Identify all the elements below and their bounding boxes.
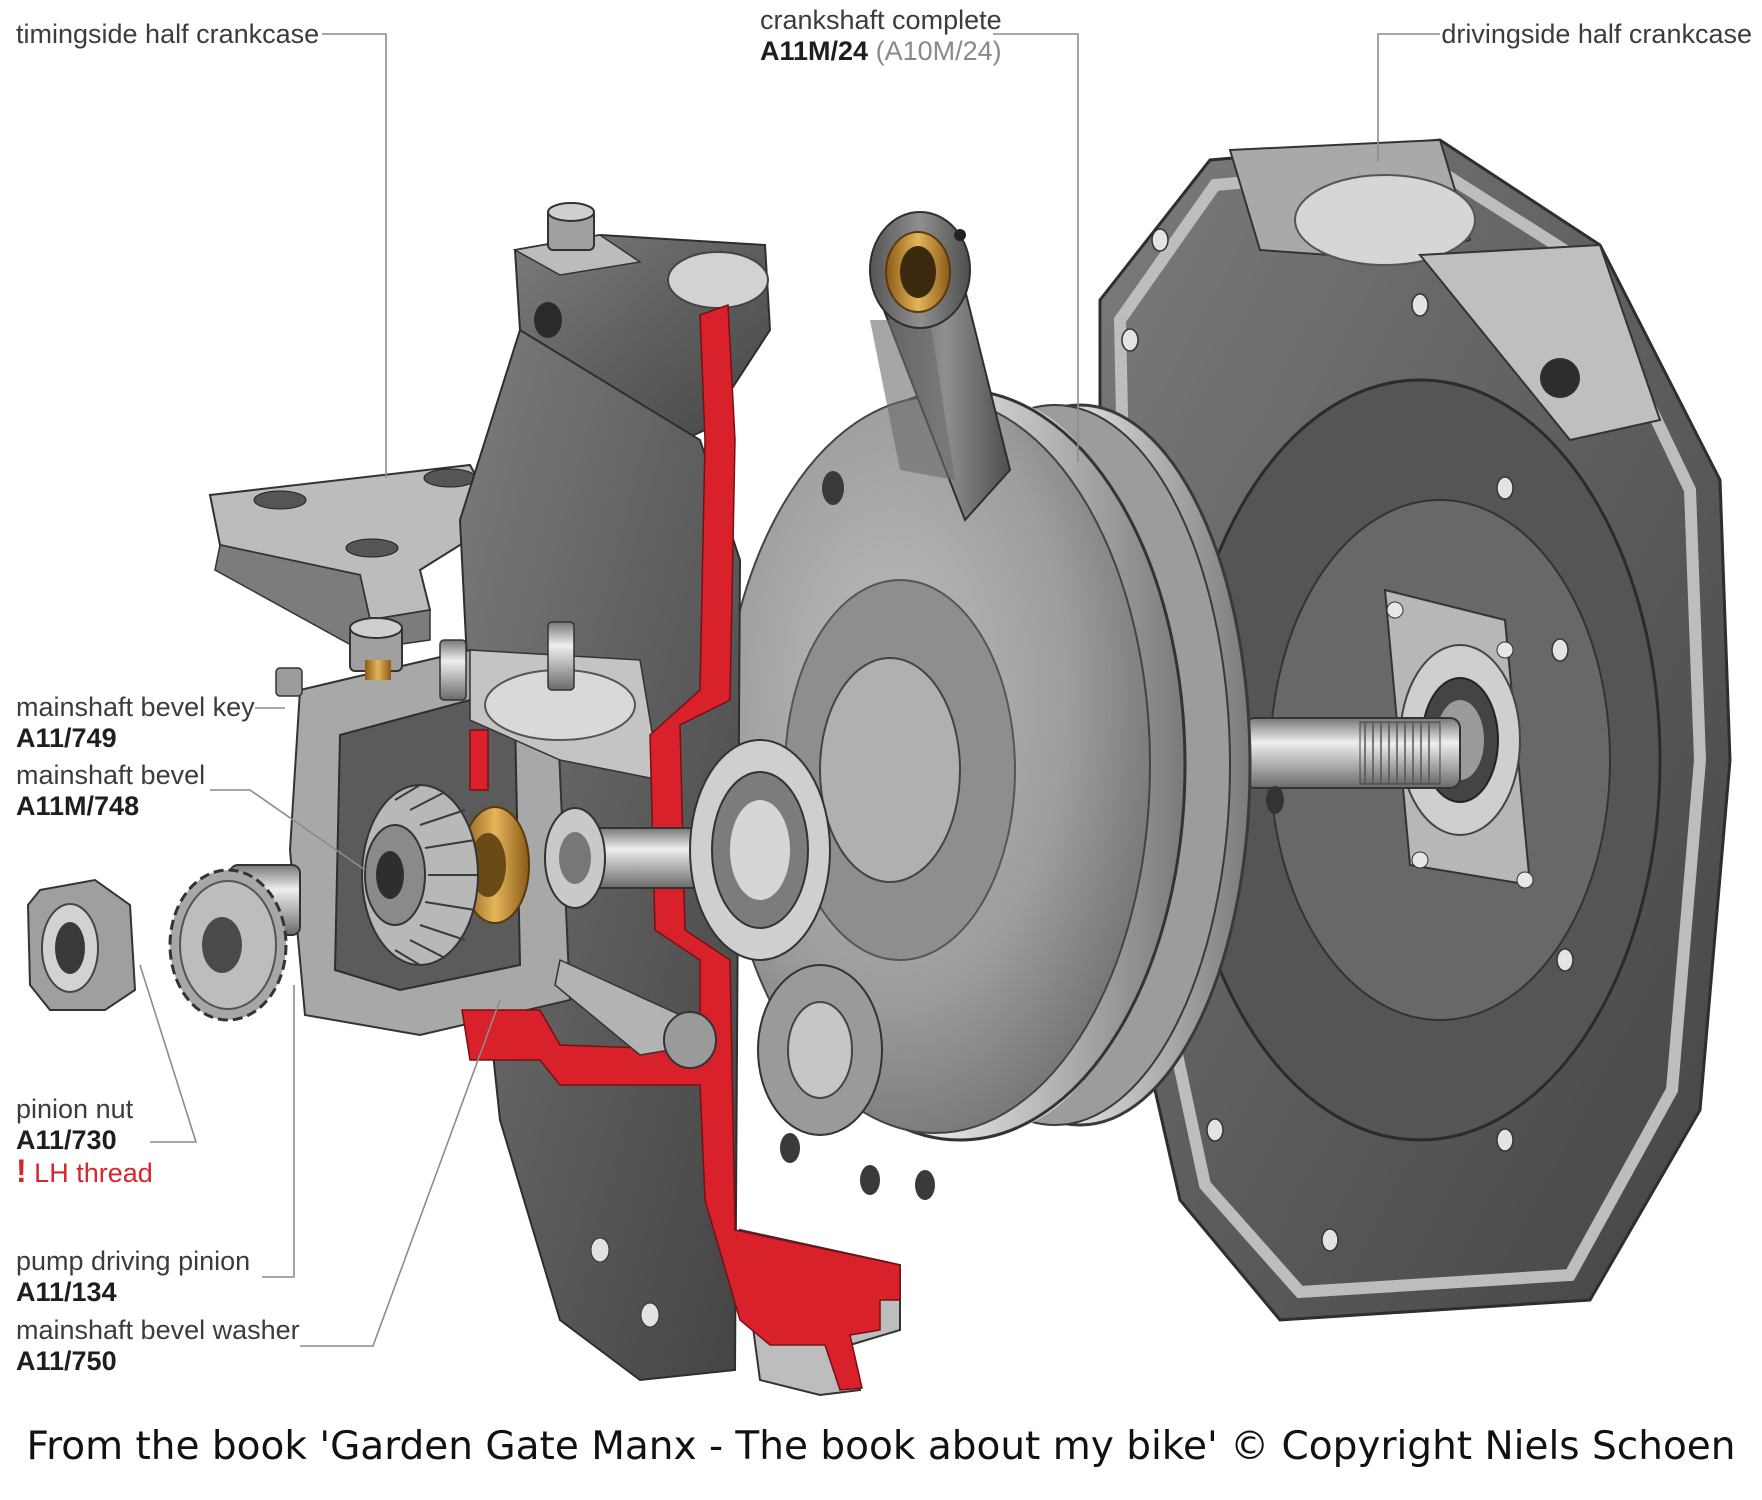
label-drivingside-crankcase: drivingside half crankcase xyxy=(1441,19,1752,50)
label-crankshaft-alt-number: (A10M/24) xyxy=(875,36,1002,66)
label-mainshaft-bevel-washer-number: A11/750 xyxy=(16,1346,117,1376)
pump-driving-pinion-shape xyxy=(168,864,301,1022)
label-mainshaft-bevel: mainshaft bevel A11M/748 xyxy=(16,760,205,822)
label-pinion-nut: pinion nut A11/730 ! LH thread xyxy=(16,1094,153,1189)
label-pump-driving-pinion-number: A11/134 xyxy=(16,1277,117,1307)
studs-shape xyxy=(275,202,595,701)
label-pinion-nut-warning-text: LH thread xyxy=(34,1158,153,1188)
crankshaft-flywheels-shape xyxy=(719,388,1252,1200)
label-mainshaft-bevel-key: mainshaft bevel key A11/749 xyxy=(16,692,255,754)
mainshaft-bevel-shape xyxy=(361,784,479,966)
connecting-rod-shape xyxy=(869,211,1012,522)
label-pump-driving-pinion-name: pump driving pinion xyxy=(16,1246,251,1276)
label-mainshaft-bevel-name: mainshaft bevel xyxy=(16,760,206,790)
label-timingside-crankcase-name: timingside half crankcase xyxy=(16,19,320,49)
label-mainshaft-bevel-washer-name: mainshaft bevel washer xyxy=(16,1315,300,1345)
label-crankshaft-number: A11M/24 xyxy=(760,36,869,66)
label-pinion-nut-number: A11/730 xyxy=(16,1125,117,1155)
pinion-nut-shape xyxy=(26,878,137,1011)
label-pump-driving-pinion: pump driving pinion A11/134 xyxy=(16,1246,250,1308)
oil-pump-shape xyxy=(554,958,883,1136)
label-mainshaft-bevel-washer: mainshaft bevel washer A11/750 xyxy=(16,1315,300,1377)
label-mainshaft-bevel-key-number: A11/749 xyxy=(16,723,117,753)
mainshaft-bevel-washer-shape xyxy=(460,806,530,924)
label-timingside-crankcase: timingside half crankcase xyxy=(16,19,319,50)
label-drivingside-crankcase-name: drivingside half crankcase xyxy=(1441,19,1752,49)
label-pinion-nut-name: pinion nut xyxy=(16,1094,134,1124)
label-pinion-nut-warning: ! LH thread xyxy=(16,1153,153,1189)
label-mainshaft-bevel-key-name: mainshaft bevel key xyxy=(16,692,255,722)
leader-lines xyxy=(139,33,1440,1347)
timingside-mainshaft-shape xyxy=(544,739,831,961)
copyright-caption: From the book 'Garden Gate Manx - The bo… xyxy=(26,1424,1736,1469)
warning-exclamation-icon: ! xyxy=(16,1153,27,1189)
label-crankshaft: crankshaft complete A11M/24 (A10M/24) xyxy=(760,5,1002,67)
drivingside-mainshaft-shape xyxy=(1244,717,1461,814)
label-crankshaft-name: crankshaft complete xyxy=(760,5,1002,35)
label-mainshaft-bevel-number: A11M/748 xyxy=(16,791,140,821)
